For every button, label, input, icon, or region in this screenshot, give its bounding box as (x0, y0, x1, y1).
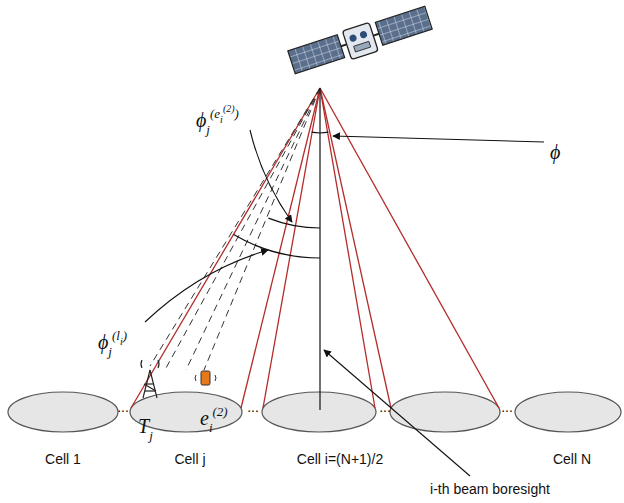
math-text: ) (123, 329, 127, 342)
angle-arcs (234, 132, 329, 258)
cell-label: Cell 1 (45, 452, 81, 466)
math-text: i (120, 337, 123, 347)
math-text: T (138, 416, 149, 436)
tower-symbol (141, 360, 159, 398)
math-text: i (209, 421, 213, 434)
math-text: (2) (223, 104, 235, 114)
angle-label: ϕj(ei(2)) (196, 110, 239, 130)
math-text: i (220, 115, 223, 125)
user-label: ei(2) (200, 408, 228, 428)
math-text: ϕ (196, 110, 206, 130)
dashed-rays (150, 88, 320, 370)
angle-label: ϕj(li) (98, 332, 127, 352)
math-text: ϕ (98, 332, 108, 352)
math-text: (2) (213, 405, 228, 418)
ellipsis: ... (247, 400, 259, 414)
cell-label: Cell i=(N+1)/2 (297, 452, 383, 466)
math-text: j (108, 345, 112, 358)
math-text: ) (235, 107, 239, 120)
user-phone (195, 371, 216, 385)
math-text: (l (112, 329, 120, 342)
boresight-line (319, 88, 320, 410)
satellite-symbol (287, 4, 433, 77)
math-text: j (149, 429, 153, 442)
ellipsis: ... (501, 400, 513, 414)
beam-cones (131, 88, 499, 408)
ellipsis: ... (117, 400, 129, 414)
cell-ellipses (8, 392, 621, 432)
cell-label: Cell j (174, 452, 205, 466)
terminal-label: Tj (138, 416, 153, 436)
boresight-label: i-th beam boresight (430, 482, 550, 496)
math-text: j (206, 123, 210, 136)
math-text: (e (210, 107, 220, 120)
math-text: e (200, 408, 209, 428)
math-text: ϕ (550, 142, 560, 162)
cell-label: Cell N (553, 452, 591, 466)
ellipsis: ... (379, 400, 391, 414)
angle-label: ϕ (550, 142, 560, 162)
leader-arrows (145, 130, 544, 476)
